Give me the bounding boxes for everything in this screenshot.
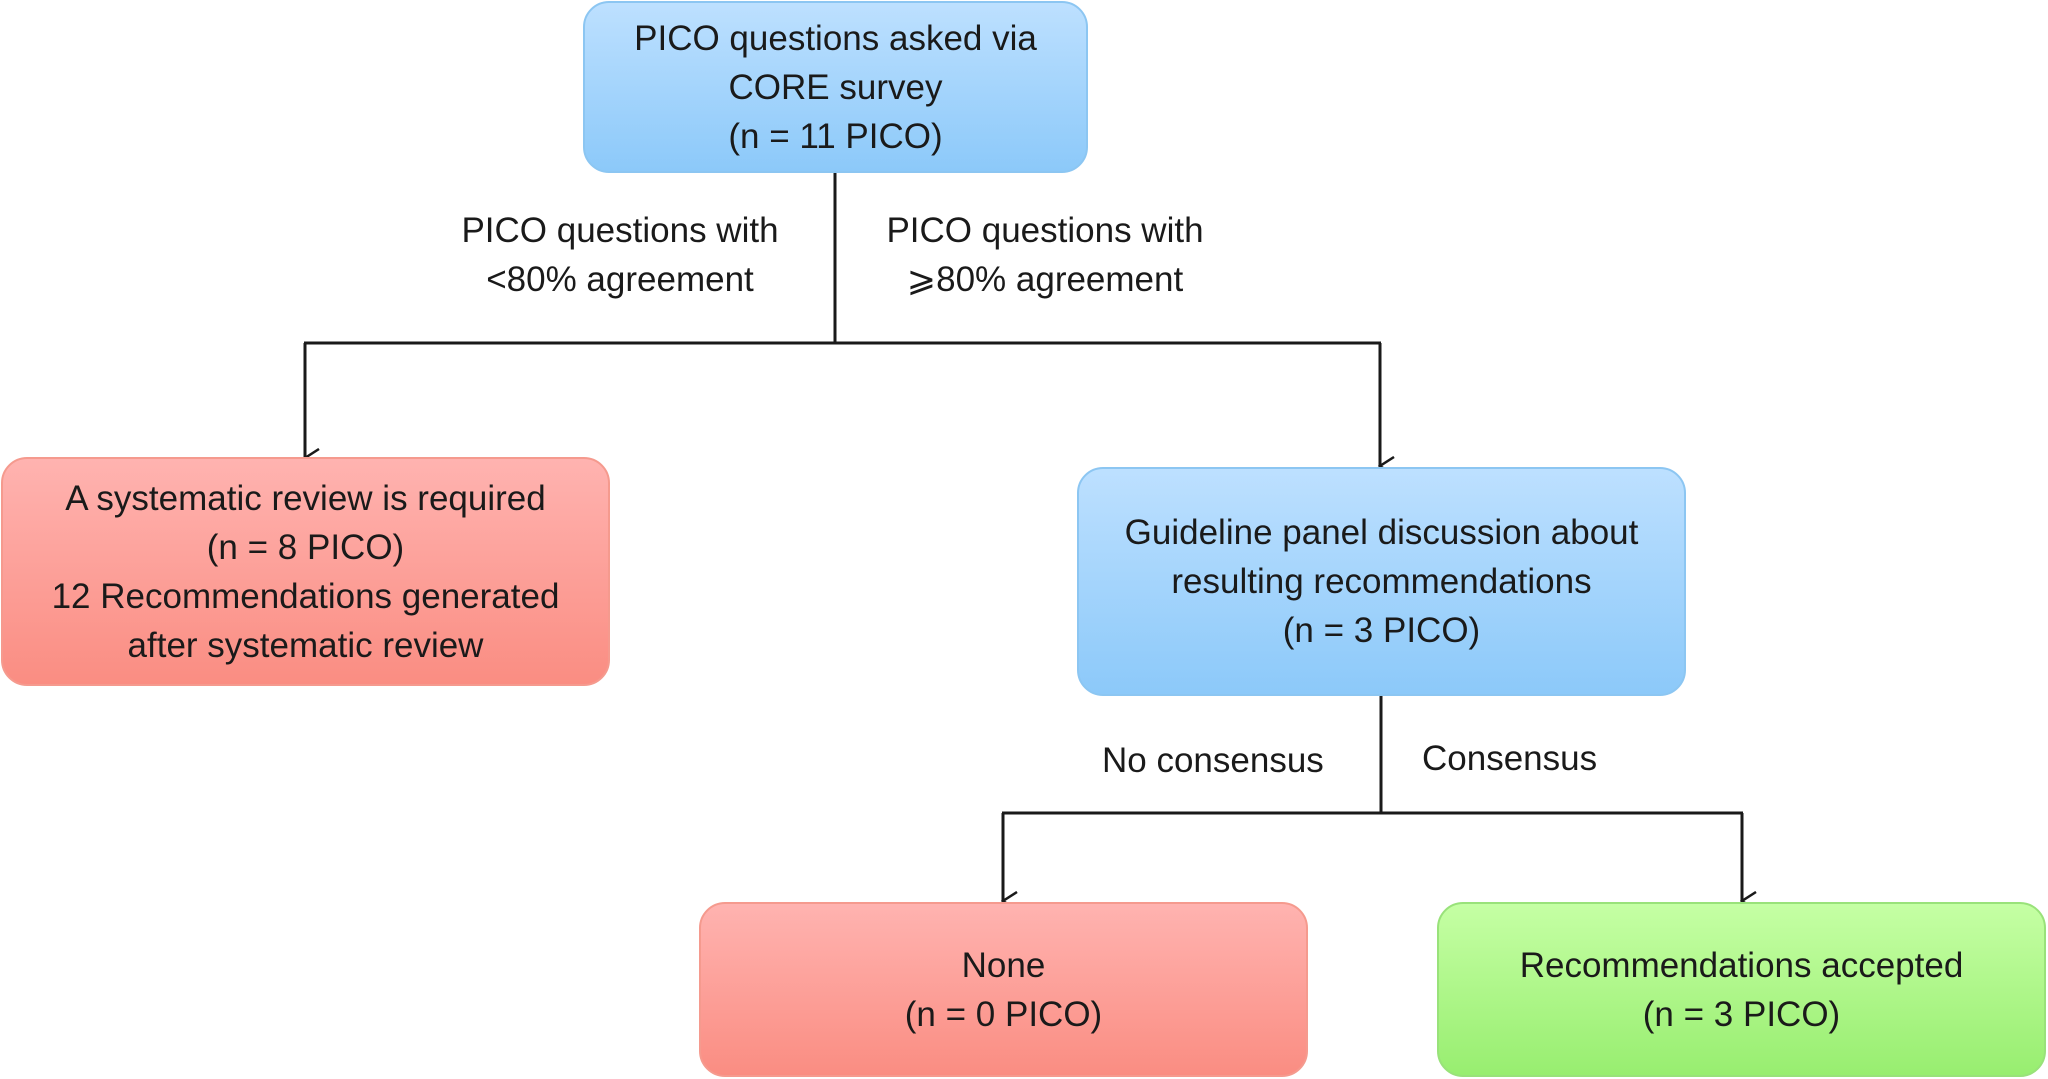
high-agreement-label: PICO questions with ⩾80% agreement [845,206,1245,304]
low-agreement-label: PICO questions with <80% agreement [420,206,820,304]
high-agreement-line-1: PICO questions with [886,211,1204,250]
panel-discussion-line-1: Guideline panel discussion about [1124,513,1639,552]
accepted-box: Recommendations accepted (n = 3 PICO) [1437,902,2046,1077]
none-box: None (n = 0 PICO) [699,902,1308,1077]
survey-line-2: CORE survey [728,67,943,107]
none-line-1: None [961,945,1046,985]
panel-discussion-box: Guideline panel discussion about resulti… [1077,467,1686,696]
no-consensus-text: No consensus [1102,741,1324,780]
high-agreement-line-2: ⩾80% agreement [906,260,1184,299]
no-consensus-label: No consensus [1102,736,1324,785]
systematic-review-box: A systematic review is required (n = 8 P… [1,457,610,686]
panel-discussion-line-2: resulting recommendations [1171,562,1592,601]
survey-box: PICO questions asked via CORE survey (n … [583,1,1088,173]
accepted-line-2: (n = 3 PICO) [1642,994,1841,1034]
survey-line-1: PICO questions asked via [634,18,1037,58]
none-line-2: (n = 0 PICO) [904,994,1103,1034]
panel-discussion-line-3: (n = 3 PICO) [1282,611,1481,650]
systematic-review-line-2: (n = 8 PICO) [206,527,405,567]
systematic-review-line-3: 12 Recommendations generated [51,576,560,616]
survey-line-3: (n = 11 PICO) [728,116,943,156]
systematic-review-line-1: A systematic review is required [65,478,546,518]
accepted-line-1: Recommendations accepted [1519,945,1964,985]
consensus-label: Consensus [1422,734,1597,783]
consensus-text: Consensus [1422,739,1598,778]
low-agreement-line-2: <80% agreement [486,260,754,299]
low-agreement-line-1: PICO questions with [461,211,779,250]
systematic-review-line-4: after systematic review [127,625,484,665]
